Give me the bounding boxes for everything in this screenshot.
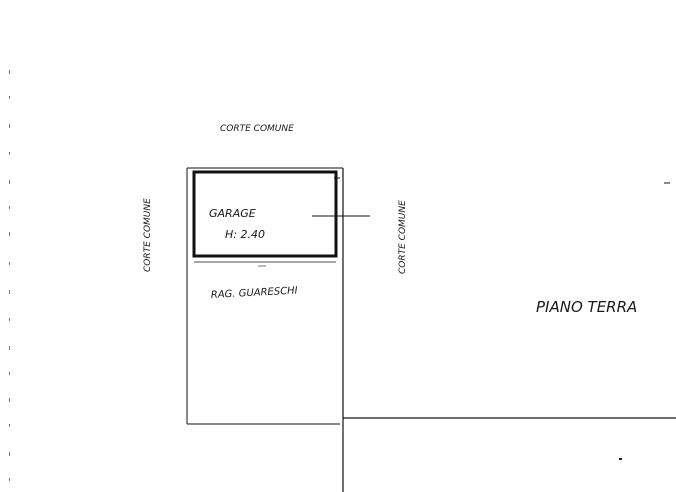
ceiling-height-label: H: 2.40: [225, 228, 265, 241]
garage-room: [192, 170, 340, 267]
corte-comune-right-label: CORTE COMUNE: [398, 200, 408, 274]
property-outline: [186, 167, 676, 492]
corte-comune-top-label: CORTE COMUNE: [220, 124, 294, 134]
corte-comune-left-label: CORTE COMUNE: [143, 198, 153, 272]
street-label: RAG. GUARESCHI: [211, 285, 298, 301]
scan-edge-marks: [9, 70, 10, 481]
dot-mark: [619, 458, 622, 460]
floor-level-label: PIANO TERRA: [536, 298, 637, 316]
garage-label: GARAGE: [209, 207, 256, 220]
